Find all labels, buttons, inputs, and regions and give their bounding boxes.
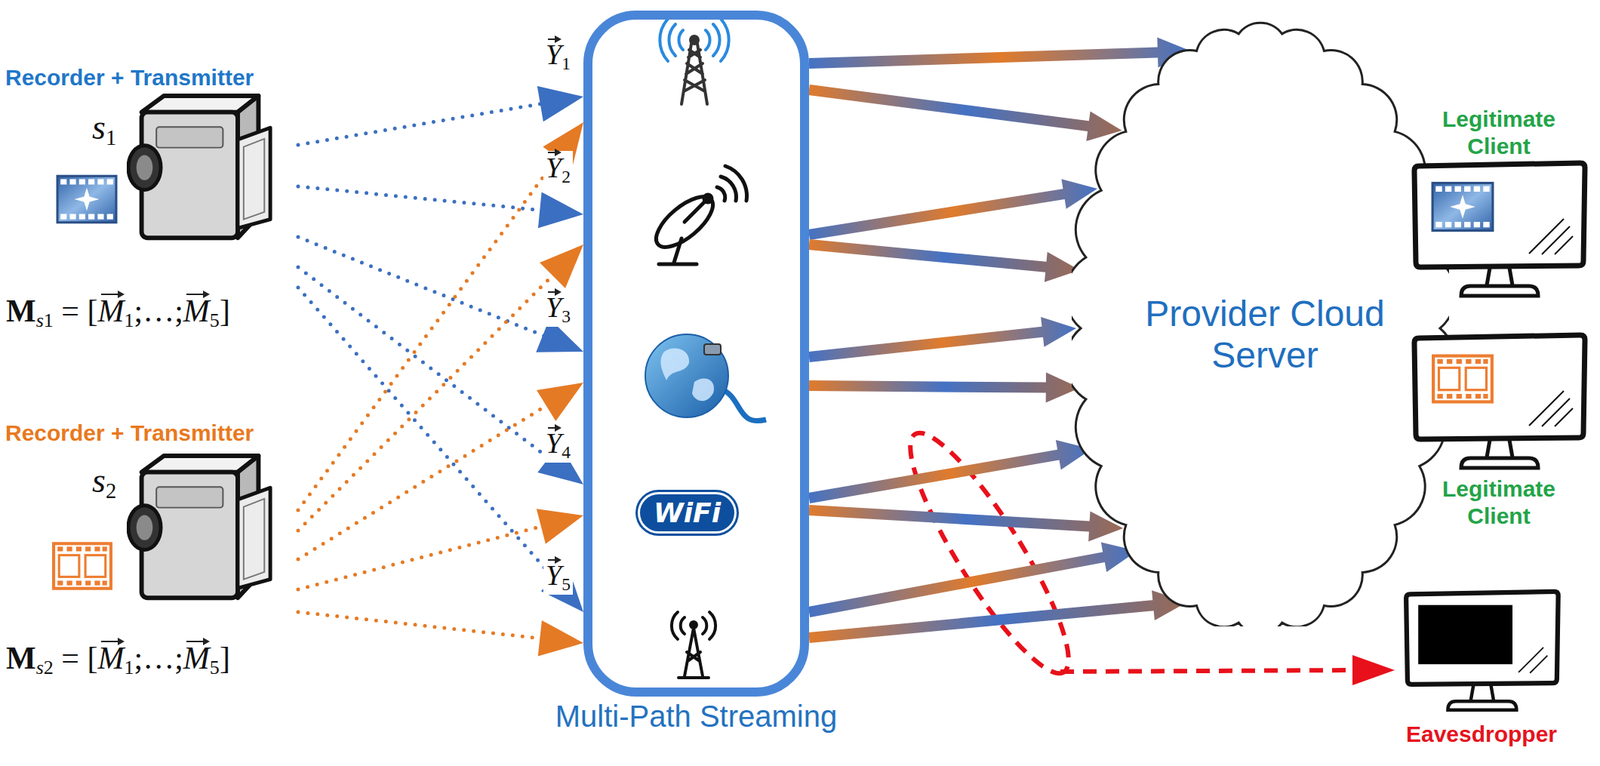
source-symbol: s1 (92, 107, 117, 151)
path-symbol: Y4 (543, 426, 573, 463)
dotted-line (298, 612, 546, 640)
math-glyph: 1 (105, 126, 117, 150)
stream-arrow (808, 440, 1093, 504)
camera-node: Recorder + Transmitter s1 (3, 60, 299, 287)
dotted-path (298, 287, 584, 613)
path-symbol: Y2 (543, 150, 573, 188)
monitor-illustration (1408, 332, 1590, 476)
math-glyph: 2 (105, 479, 117, 503)
math-glyph: 5 (209, 309, 220, 332)
math-glyph: M (6, 640, 37, 676)
client-label: Legitimate Client (1405, 105, 1593, 160)
dotted-line (298, 402, 551, 560)
matrix-formula: Ms2 = [M1;…;M5] (6, 640, 231, 680)
camcorder-illustration (3, 418, 299, 646)
math-glyph: 5 (561, 574, 571, 594)
dotted-line (298, 270, 557, 531)
math-glyph: 2 (561, 166, 571, 187)
network-icons (592, 19, 800, 688)
dotted-line (298, 102, 547, 145)
stream-arrow (808, 178, 1098, 240)
math-glyph: M (6, 293, 37, 329)
cloud-server: Provider Cloud Server (1071, 15, 1450, 627)
wifi-logo: WiFi (640, 494, 735, 532)
math-glyph: 5 (209, 656, 220, 679)
math-glyph: s (36, 309, 44, 332)
arrow-head (538, 620, 584, 657)
device-heading: Recorder + Transmitter (5, 64, 254, 91)
device-heading: Recorder + Transmitter (5, 420, 254, 447)
dotted-path (298, 508, 584, 590)
client-monitor: Legitimate Client (1405, 105, 1593, 304)
stream-arrow (808, 316, 1077, 363)
dotted-line (298, 236, 549, 338)
monitor-illustration (1400, 588, 1563, 717)
arrow-head (538, 191, 584, 228)
arrow-head (539, 244, 584, 289)
arrow-head (537, 86, 584, 122)
math-glyph: 1 (124, 309, 135, 332)
box-caption: Multi-Path Streaming (555, 699, 837, 734)
math-glyph: Y (545, 558, 562, 592)
arrow-head (536, 508, 584, 544)
math-glyph: Y (545, 37, 562, 71)
stream-arrow (808, 84, 1123, 142)
math-glyph: M (98, 640, 125, 677)
client-monitor: Legitimate Client (1405, 332, 1593, 530)
camera-node: Recorder + Transmitter s2 (3, 418, 299, 646)
dotted-path (298, 186, 584, 228)
arrow-head (536, 382, 584, 422)
client-label: Legitimate Client (1405, 475, 1593, 530)
dotted-path (298, 267, 584, 485)
monitor-illustration (1408, 160, 1590, 304)
dotted-path (298, 612, 584, 657)
dotted-path (298, 244, 584, 531)
dotted-path (298, 382, 584, 560)
subscript: s1 (36, 309, 54, 332)
matrix-formula: Ms1 = [M1;…;M5] (6, 292, 231, 333)
subscript: s2 (36, 656, 54, 679)
dotted-line (298, 267, 554, 462)
math-glyph: s (92, 461, 106, 500)
math-glyph: M (98, 292, 125, 330)
stream-arrow (808, 542, 1138, 618)
stream-arrow (808, 590, 1188, 644)
multipath-box: Multi-Path Streaming (583, 10, 810, 697)
dotted-path (298, 86, 584, 145)
math-glyph: M (183, 292, 210, 330)
math-glyph: 1 (561, 53, 571, 74)
stream-arrow (809, 504, 1124, 542)
dotted-line (298, 152, 561, 511)
source-symbol: s2 (92, 460, 117, 504)
path-symbol: Y5 (543, 558, 573, 595)
math-glyph: 4 (561, 442, 571, 462)
dotted-line (298, 186, 546, 211)
stream-arrow (809, 372, 1080, 404)
math-glyph: s (92, 107, 106, 147)
math-glyph: Y (545, 426, 562, 460)
eavesdropper-label: Eavesdropper (1406, 716, 1557, 748)
path-symbol: Y1 (543, 37, 573, 74)
math-glyph: 3 (561, 306, 571, 327)
dotted-path (298, 122, 584, 511)
dotted-line (298, 525, 548, 590)
stream-arrow (808, 239, 1080, 283)
path-symbol: Y3 (543, 290, 573, 327)
dotted-line (298, 287, 559, 584)
stream-arrow (809, 36, 1192, 69)
math-glyph: M (183, 640, 210, 677)
camcorder-illustration (3, 60, 299, 287)
math-glyph: s (36, 656, 44, 679)
math-glyph: 1 (124, 656, 135, 679)
math-glyph: Y (545, 150, 562, 185)
eavesdropper-monitor: Eavesdropper (1387, 588, 1576, 748)
math-glyph: Y (545, 290, 562, 324)
dotted-path (298, 236, 584, 353)
cloud-label: Provider Cloud Server (1113, 292, 1416, 376)
